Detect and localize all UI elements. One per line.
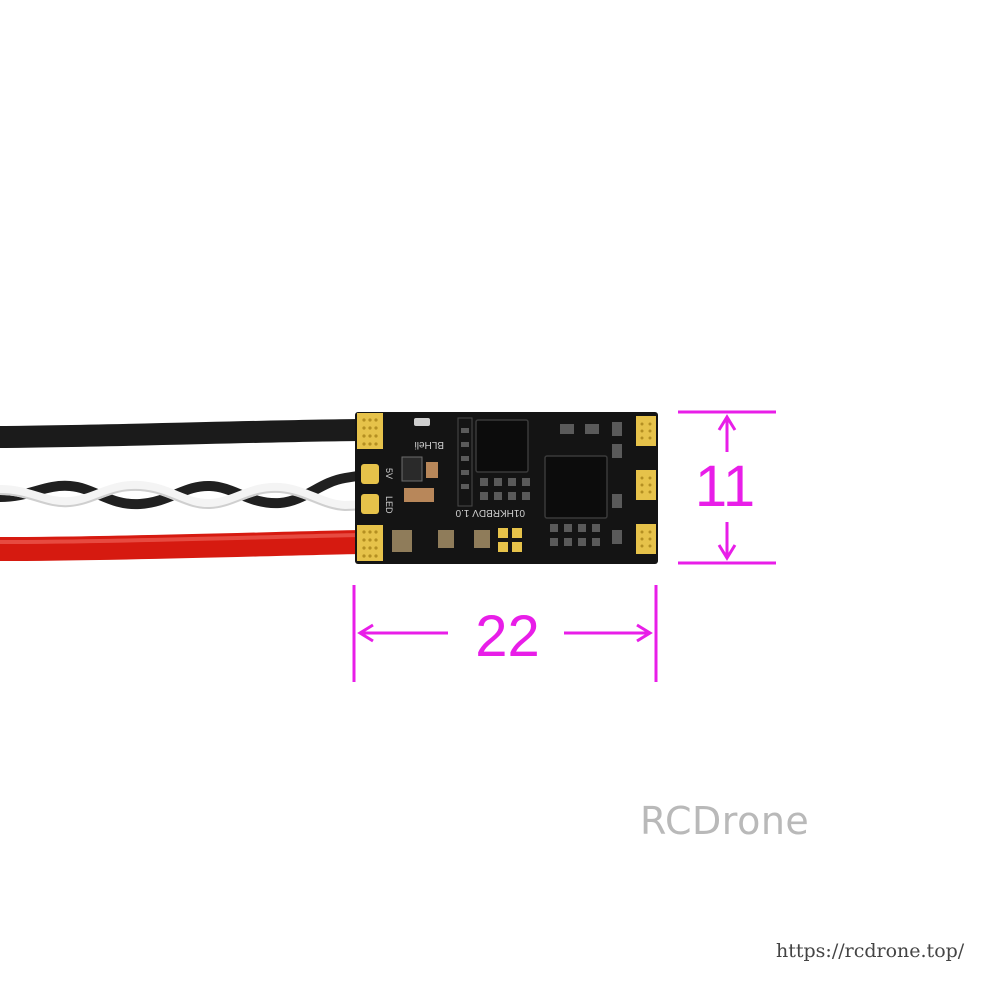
left-solder-pads xyxy=(357,413,383,561)
height-dimension-label: 11 xyxy=(694,454,756,519)
silk-label-led: LED xyxy=(384,496,394,514)
width-dimension-label: 22 xyxy=(475,604,540,669)
red-power-wire xyxy=(0,530,372,561)
signal-wire-white xyxy=(0,480,375,512)
url-watermark: https://rcdrone.top/ xyxy=(776,940,965,962)
width-dimension xyxy=(352,585,658,682)
height-dimension xyxy=(678,410,776,565)
silk-label-top: BLHeli xyxy=(415,439,444,450)
black-power-wire xyxy=(0,419,371,448)
silk-label-5v: 5V xyxy=(384,468,394,479)
esc-board: BLHeli 5V LED 01HKRBDV 1.0 xyxy=(355,412,658,564)
brand-watermark: RCDrone xyxy=(640,799,810,843)
wires xyxy=(0,419,375,561)
right-motor-pads xyxy=(636,416,656,554)
chips xyxy=(392,417,622,552)
silk-label-model: 01HKRBDV 1.0 xyxy=(455,507,525,518)
